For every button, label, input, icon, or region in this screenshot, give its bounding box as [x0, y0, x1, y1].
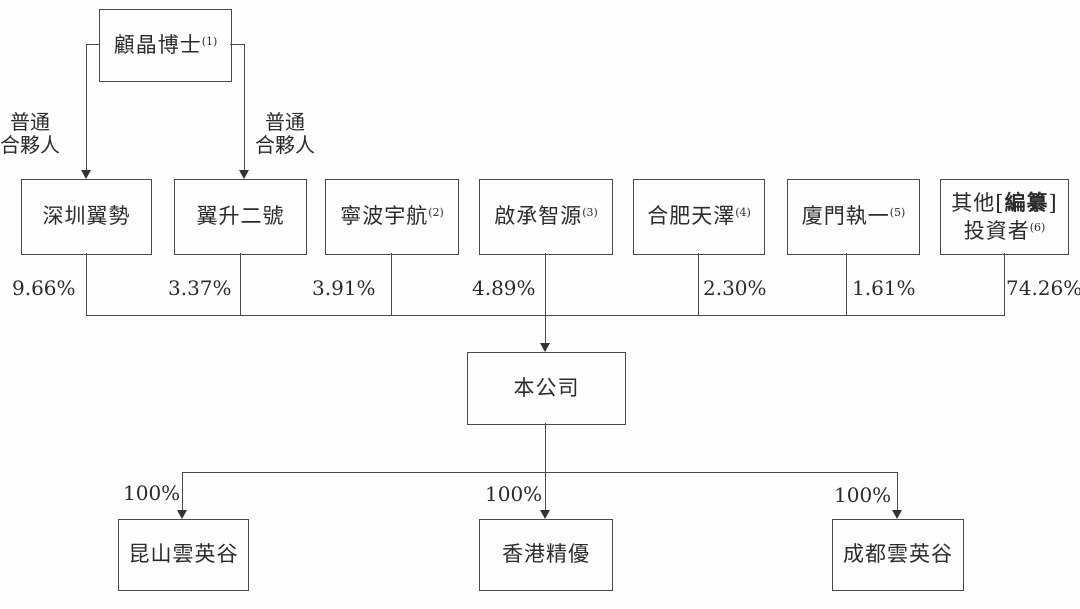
ownership-percent-chengdu: 100% [834, 483, 892, 507]
connector-founder-right-horizontal [230, 44, 245, 45]
subsidiary-box-kunshan-yunyinggu: 昆山雲英谷 [118, 519, 249, 591]
ownership-percent-hefei-tianze: 2.30% [703, 276, 767, 300]
footnote-ref-6: (6) [1029, 220, 1046, 234]
shareholder-box-qicheng-zhiyuan: 啟承智源(3) [479, 179, 613, 255]
ownership-percent-hongkong: 100% [485, 482, 543, 506]
stem-bus-to-company [545, 315, 546, 344]
shareholder-name: 深圳翼勢 [42, 204, 131, 229]
connector-founder-left-vertical [86, 44, 87, 170]
drop-line-hefei-tianze [698, 253, 699, 315]
shareholder-box-ningbo-yuhang: 寧波宇航(2) [325, 179, 459, 255]
shareholder-box-other-investors: 其他[編纂] 投資者(6) [940, 179, 1069, 255]
drop-line-shenzhen-yishi [86, 253, 87, 315]
footnote-ref-1: (1) [201, 34, 218, 48]
gp-right-line1: 普通 [265, 110, 305, 134]
founder-box: 顧晶博士(1) [99, 9, 232, 82]
ownership-percent-yisheng-no2: 3.37% [168, 276, 232, 300]
general-partner-label-right: 普通 合夥人 [255, 111, 315, 157]
ownership-percent-qicheng-zhiyuan: 4.89% [472, 276, 536, 300]
ownership-percent-kunshan: 100% [123, 481, 181, 505]
connector-founder-right-vertical [244, 44, 245, 170]
drop-line-qicheng-zhiyuan [545, 253, 546, 315]
shareholder-name: 啟承智源(3) [494, 204, 598, 229]
subsidiary-name: 成都雲英谷 [843, 542, 953, 567]
shareholder-name: 寧波宇航(2) [340, 204, 444, 229]
shareholder-box-hefei-tianze: 合肥天澤(4) [633, 179, 765, 255]
arrowhead-to-shenzhen-yishi [81, 170, 91, 179]
shareholder-name: 翼升二號 [196, 204, 285, 229]
stem-company-down [545, 423, 546, 511]
ownership-percent-shenzhen-yishi: 9.66% [12, 276, 76, 300]
company-name: 本公司 [513, 375, 580, 400]
drop-line-ningbo-yuhang [391, 253, 392, 315]
footnote-ref-2: (2) [428, 206, 444, 220]
other-investors-line1: 其他[編纂] [951, 190, 1058, 216]
gp-left-line2: 合夥人 [0, 133, 60, 157]
arrowhead-to-chengdu [892, 510, 902, 519]
arrowhead-to-company [540, 343, 550, 352]
ownership-percent-other-investors: 74.26% [1006, 276, 1080, 300]
founder-name: 顧晶博士(1) [113, 32, 218, 57]
subsidiary-name: 昆山雲英谷 [128, 542, 239, 567]
general-partner-label-left: 普通 合夥人 [0, 111, 60, 157]
footnote-ref-3: (3) [582, 206, 598, 220]
shareholder-name: 合肥天澤(4) [647, 204, 751, 229]
arrowhead-to-hongkong [540, 510, 550, 519]
footnote-ref-4: (4) [735, 206, 751, 220]
arrowhead-to-yisheng-no2 [239, 170, 249, 179]
company-box: 本公司 [467, 352, 626, 425]
branch-line-kunshan [182, 472, 183, 511]
shareholder-name: 其他[編纂] 投資者(6) [951, 189, 1057, 245]
subsidiary-box-chengdu-yunyinggu: 成都雲英谷 [832, 519, 964, 591]
shareholder-box-xiamen-zhiyi: 廈門執一(5) [787, 179, 920, 255]
connector-founder-left-horizontal [86, 44, 100, 45]
ownership-percent-ningbo-yuhang: 3.91% [312, 276, 376, 300]
subsidiary-name: 香港精優 [502, 542, 590, 567]
drop-line-other-investors [1004, 253, 1005, 315]
shareholder-box-yisheng-no2: 翼升二號 [174, 179, 307, 255]
gp-right-line2: 合夥人 [255, 133, 315, 157]
branch-line-chengdu [897, 472, 898, 511]
other-investors-line2: 投資者(6) [963, 218, 1046, 243]
gp-left-line1: 普通 [10, 110, 50, 134]
footnote-ref-5: (5) [889, 206, 906, 220]
drop-line-yisheng-no2 [240, 253, 241, 315]
subsidiaries-split-line [182, 472, 898, 473]
shareholder-name: 廈門執一(5) [801, 204, 906, 229]
shareholder-box-shenzhen-yishi: 深圳翼勢 [21, 179, 152, 255]
redacted-label: 編纂 [1004, 190, 1049, 216]
drop-line-xiamen-zhiyi [846, 253, 847, 315]
arrowhead-to-kunshan [177, 510, 187, 519]
ownership-percent-xiamen-zhiyi: 1.61% [852, 276, 916, 300]
subsidiary-box-hongkong-jingyou: 香港精優 [479, 519, 613, 591]
